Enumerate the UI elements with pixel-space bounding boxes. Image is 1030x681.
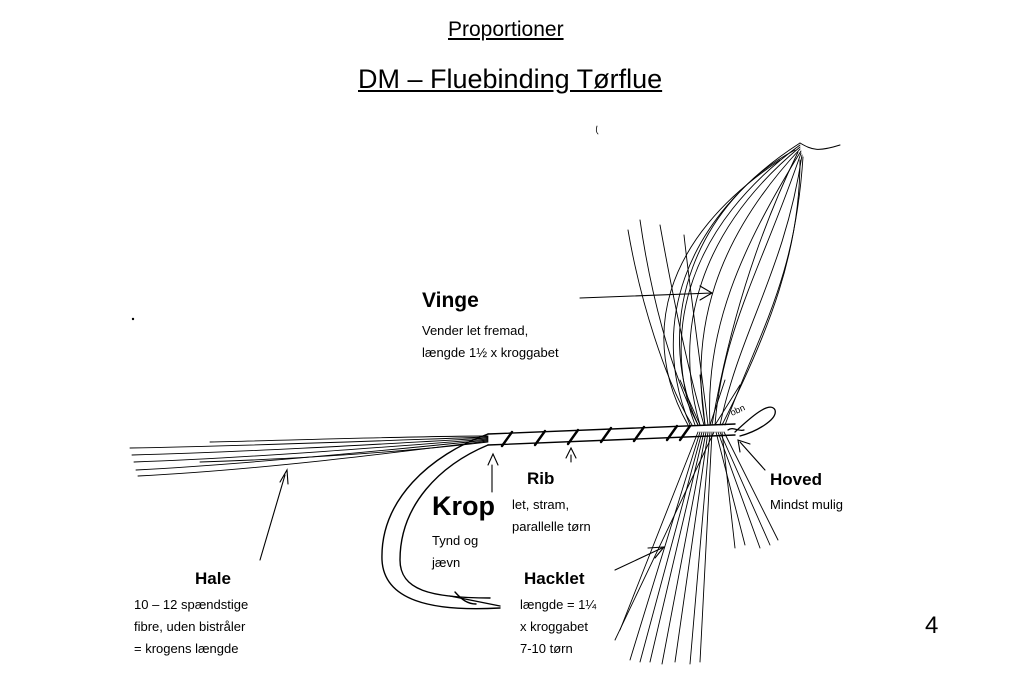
desc-krop: Tynd og jævn [432, 530, 478, 574]
tail-arrow [259, 474, 286, 561]
desc-line: 10 – 12 spændstige [134, 597, 249, 612]
hackle-arrow [614, 547, 663, 571]
body-arrow-head [487, 452, 499, 466]
rib-arrow-head [565, 446, 577, 459]
desc-vinge: Vender let fremad, længde 1½ x kroggabet [422, 320, 559, 364]
hackle-fibres [614, 374, 779, 665]
desc-line: Tynd og [432, 533, 479, 548]
page-title: DM – Fluebinding Tørflue [358, 64, 663, 94]
head-arrow-head [737, 439, 751, 453]
desc-line: jævn [432, 555, 461, 570]
desc-hoved: Mindst mulig [770, 494, 843, 516]
hackle-arrow-head [647, 546, 666, 559]
desc-line: x kroggabet [520, 619, 588, 634]
label-rib: Rib [527, 469, 555, 488]
desc-line: længde = 1¼ [520, 597, 597, 612]
desc-line: Mindst mulig [770, 497, 843, 512]
label-hoved: Hoved [770, 470, 822, 489]
wing-tip [799, 142, 841, 150]
page-number: 4 [925, 612, 939, 639]
tail-arrow-head [279, 468, 289, 485]
wing-arrow-head [699, 285, 714, 301]
speck [131, 317, 135, 321]
label-hale: Hale [195, 569, 231, 588]
desc-hale: 10 – 12 spændstige fibre, uden bistråler… [134, 594, 248, 660]
desc-line: Vender let fremad, [422, 323, 529, 338]
label-hacklet: Hacklet [524, 569, 585, 588]
tail-fibres [129, 435, 489, 477]
wing-fibres [627, 142, 804, 426]
desc-line: 7-10 tørn [520, 641, 573, 656]
pointer-arrows [259, 285, 766, 571]
hook-eye [734, 406, 776, 437]
desc-line: parallelle tørn [512, 519, 591, 534]
desc-line: let, stram, [512, 497, 570, 512]
head-arrow [739, 441, 766, 471]
desc-line: længde 1½ x kroggabet [422, 345, 559, 360]
desc-line: = krogens længde [134, 641, 239, 656]
speck [595, 125, 599, 135]
eye-mark: obn [729, 402, 747, 417]
desc-line: fibre, uden bistråler [134, 619, 246, 634]
rib-turns [500, 424, 692, 448]
label-vinge: Vinge [422, 289, 479, 312]
label-krop: Krop [432, 491, 495, 521]
desc-hacklet: længde = 1¼ x kroggabet 7-10 tørn [520, 594, 596, 660]
desc-rib: let, stram, parallelle tørn [512, 494, 591, 538]
wing-arrow [579, 292, 713, 299]
heading: Proportioner [448, 18, 564, 41]
